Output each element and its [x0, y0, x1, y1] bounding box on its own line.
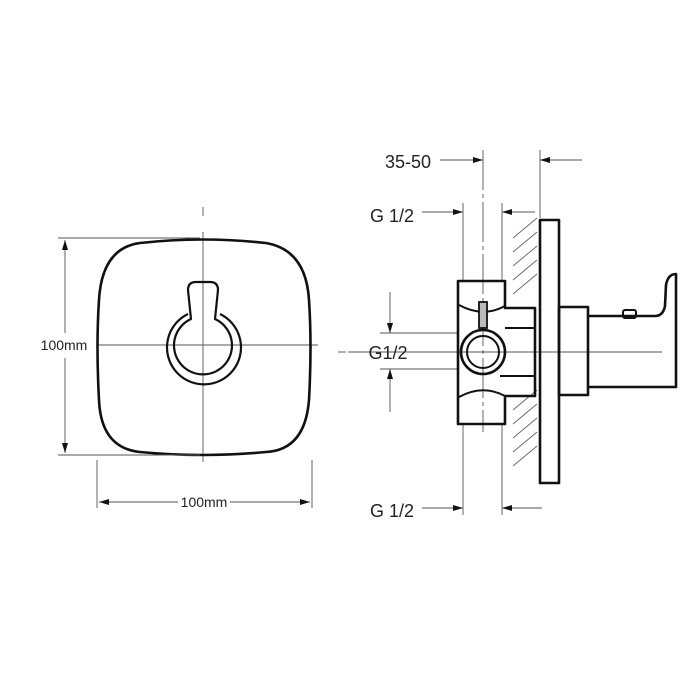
height-dimension-label: 100mm — [41, 337, 88, 353]
lever-handle — [588, 272, 678, 389]
hatch-line — [512, 417, 538, 439]
handle-keyhole — [172, 280, 234, 376]
outlet-circle-outer — [459, 328, 507, 376]
wall-plate — [538, 218, 561, 485]
handle-screw — [622, 309, 637, 319]
hatch-line — [512, 273, 538, 295]
handle-ring-outer — [165, 313, 243, 386]
cover-plate-outline — [96, 238, 312, 457]
width-dimension-label: 100mm — [181, 494, 228, 510]
hatch-line — [512, 245, 538, 267]
valve-body — [456, 279, 537, 426]
hatch-line — [512, 217, 538, 239]
sleeve — [557, 305, 590, 397]
outlet-circle-inner — [466, 335, 500, 369]
hatch-line — [512, 259, 538, 281]
front-view: 100mm 100mm — [41, 207, 346, 510]
valve-body-curve — [458, 389, 506, 398]
top-thread-label: G 1/2 — [370, 206, 414, 226]
hatch-line — [512, 389, 538, 411]
hatch-line — [512, 445, 538, 467]
side-view: 35-50 G 1/2 G 1/2 G1/2 — [348, 150, 678, 521]
depth-dimension-label: 35-50 — [385, 152, 431, 172]
spindle-pin — [478, 301, 488, 329]
hatch-line — [512, 431, 538, 453]
hatch-line — [512, 403, 538, 425]
middle-thread-label: G1/2 — [368, 343, 407, 363]
wall-hatching — [512, 217, 538, 467]
hatch-line — [512, 231, 538, 253]
bottom-thread-label: G 1/2 — [370, 501, 414, 521]
